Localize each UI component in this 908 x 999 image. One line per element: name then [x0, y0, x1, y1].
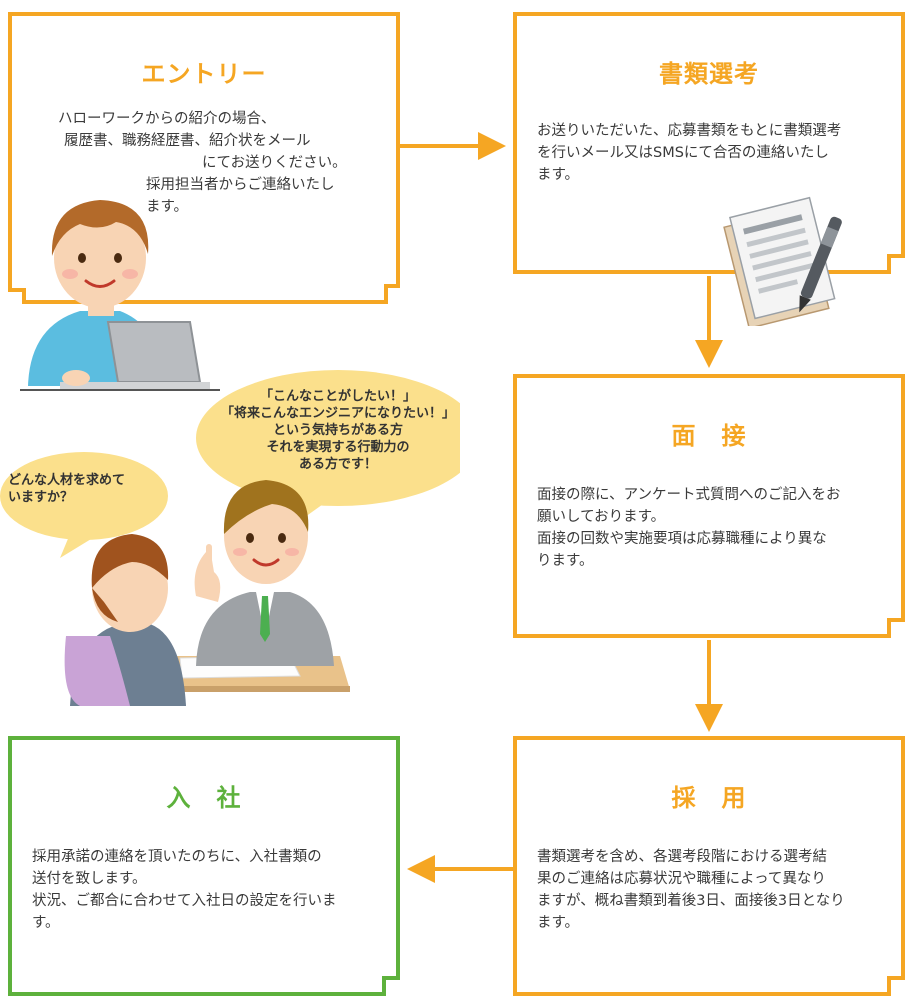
step-screening-line: ます。	[537, 167, 580, 183]
step-joining-line: 状況、ご都合に合わせて入社日の設定を行いま	[32, 893, 337, 909]
arrow-right-icon	[400, 132, 506, 160]
step-interview-frame	[513, 374, 905, 638]
speech-line: どんな人材を求めて	[8, 473, 126, 488]
step-hiring: 採 用 書類選考を含め、各選考段階における選考結 果のご連絡は応募状況や職種によ…	[513, 736, 905, 998]
step-hiring-line: 書類選考を含め、各選考段階における選考結	[537, 849, 827, 865]
speech-line: いますか？	[8, 490, 74, 505]
arrow-left-icon	[407, 855, 513, 883]
step-screening-line: お送りいただいた、応募書類をもとに書類選考	[537, 123, 842, 139]
speech-line: それを実現する行動力の	[266, 440, 410, 455]
step-entry-line: 履歴書、職務経歴書、紹介状をメール	[64, 133, 311, 149]
step-interview-line: 願いしております。	[537, 509, 666, 525]
step-interview-line: 面接の際に、アンケート式質問へのご記入をお	[537, 487, 841, 503]
speech-line: という気持ちがある方	[272, 423, 403, 438]
step-hiring-line: ます。	[537, 915, 580, 931]
step-joining: 入 社 採用承諾の連絡を頂いたのちに、入社書類の 送付を致します。 状況、ご都合…	[8, 736, 400, 998]
step-screening-body: お送りいただいた、応募書類をもとに書類選考 を行いメール又はSMSにて合否の連絡…	[537, 120, 887, 186]
step-entry-line: ます。	[146, 199, 189, 215]
speech-bubble-question	[0, 452, 168, 540]
step-interview-body: 面接の際に、アンケート式質問へのご記入をお 願いしております。 面接の回数や実施…	[537, 484, 887, 572]
step-joining-body: 採用承諾の連絡を頂いたのちに、入社書類の 送付を致します。 状況、ご都合に合わせ…	[32, 846, 384, 934]
step-interview-line: ります。	[537, 553, 594, 569]
speech-bubble-answer	[196, 370, 460, 506]
arrow-down-icon	[695, 640, 723, 732]
step-entry-line: にてお送りください。	[202, 155, 347, 171]
step-joining-line: す。	[32, 915, 60, 931]
step-screening-line: を行いメール又はSMSにて合否の連絡いたし	[537, 145, 829, 161]
step-interview-line: 面接の回数や実施要項は応募職種により異な	[537, 531, 827, 547]
interview-scene-icon	[0, 370, 460, 706]
step-interview-title: 面 接	[671, 422, 747, 450]
speech-line: 「こんなことがしたい！」	[259, 389, 416, 404]
step-entry-body: ハローワークからの紹介の場合、 履歴書、職務経歴書、紹介状をメール にてお送りく…	[58, 108, 378, 218]
step-hiring-frame	[513, 736, 905, 996]
step-screening-title: 書類選考	[659, 60, 759, 88]
step-interview: 面 接 面接の際に、アンケート式質問へのご記入をお 願いしております。 面接の回…	[513, 374, 905, 640]
step-joining-title: 入 社	[166, 784, 242, 812]
speech-line: ある方です！	[298, 457, 377, 472]
step-hiring-line: 果のご連絡は応募状況や職種によって異なり	[537, 871, 826, 887]
speech-bubble-answer-text: 「こんなことがしたい！」 「将来こんなエンジニアになりたい！」 という気持ちがあ…	[198, 388, 478, 473]
step-joining-line: 送付を致します。	[32, 871, 147, 887]
step-joining-line: 採用承諾の連絡を頂いたのちに、入社書類の	[32, 849, 322, 865]
step-hiring-title: 採 用	[671, 784, 747, 812]
step-joining-frame	[8, 736, 400, 996]
speech-bubble-question-text: どんな人材を求めて いますか？	[8, 472, 162, 506]
arrow-down-icon	[695, 276, 723, 368]
step-entry-title: エントリー	[141, 60, 267, 88]
step-entry-line: 採用担当者からご連絡いたし	[146, 177, 335, 193]
person-at-laptop-icon	[20, 200, 220, 391]
documents-with-pen-icon	[723, 196, 842, 326]
step-entry-line: ハローワークからの紹介の場合、	[58, 111, 276, 127]
speech-line: 「将来こんなエンジニアになりたい！」	[220, 406, 455, 421]
step-hiring-line: ますが、概ね書類到着後3日、面接後3日となり	[537, 893, 845, 909]
step-hiring-body: 書類選考を含め、各選考段階における選考結 果のご連絡は応募状況や職種によって異な…	[537, 846, 889, 934]
